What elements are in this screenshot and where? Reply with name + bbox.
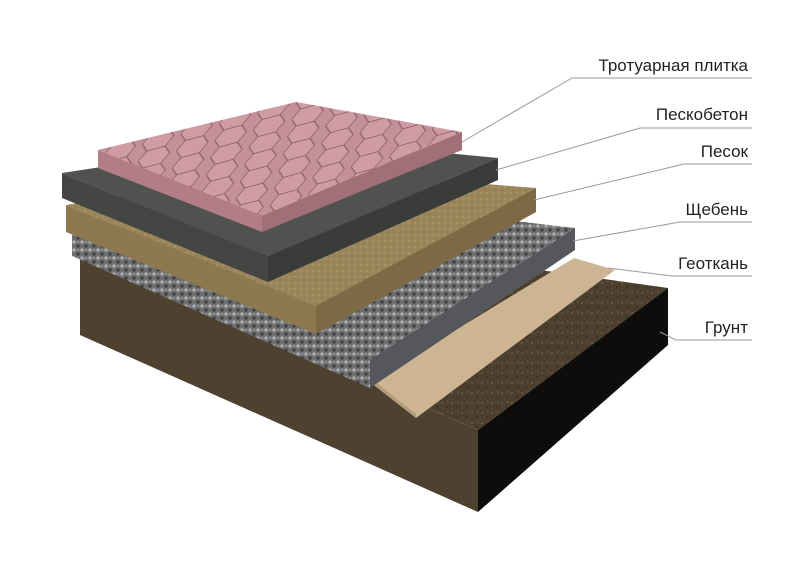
label-soil: Грунт	[704, 318, 748, 337]
leader-paving	[461, 77, 752, 143]
leader-sandconcrete	[495, 127, 752, 171]
label-geotextile: Геоткань	[678, 254, 748, 273]
leader-sand	[533, 163, 752, 201]
leader-geotextile	[607, 267, 752, 277]
label-gravel: Щебень	[685, 200, 748, 219]
leader-gravel	[572, 221, 752, 242]
label-sand: Песок	[700, 142, 748, 161]
paving-tile-layer	[98, 102, 462, 232]
leader-soil	[659, 331, 752, 341]
label-paving: Тротуарная плитка	[598, 56, 748, 75]
leader-lines	[461, 77, 752, 341]
label-sandconcrete: Пескобетон	[655, 105, 748, 124]
geotextile-layer	[370, 258, 615, 418]
